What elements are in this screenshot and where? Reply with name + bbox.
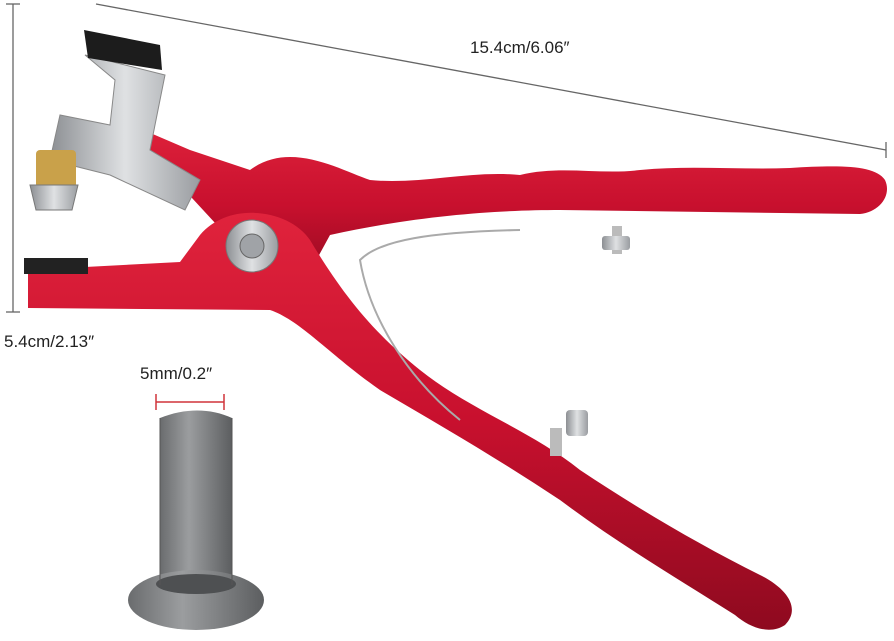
adjust-knob	[84, 30, 162, 70]
cutting-wheel	[29, 184, 79, 211]
length-label: 15.4cm/6.06″	[470, 38, 570, 57]
lower-handle	[28, 212, 792, 630]
brass-collar	[36, 150, 76, 188]
height-label: 5.4cm/2.13″	[4, 332, 95, 351]
cutter-head	[49, 54, 201, 211]
return-spring	[358, 229, 521, 421]
anvil	[24, 258, 88, 274]
insert-width-label: 5mm/0.2″	[140, 364, 213, 383]
cutting-insert	[128, 410, 264, 630]
length-dimension-line	[95, 3, 887, 151]
adjust-screw-lower	[566, 410, 588, 436]
